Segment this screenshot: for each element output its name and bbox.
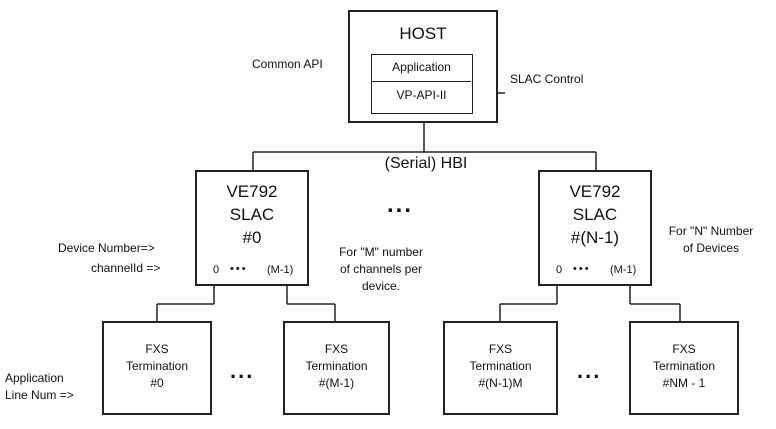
m-channels-line1: For "M" number — [339, 245, 423, 259]
fxs-3-line1: FXS — [672, 342, 696, 356]
host-title: HOST — [399, 24, 447, 43]
fxs-box-m-1: FXS Termination #(M-1) — [283, 321, 390, 415]
slac-0-line2: SLAC — [229, 205, 275, 224]
slac-0-ch-end: (M-1) — [267, 264, 294, 276]
slac-0-line1: VE792 — [226, 182, 278, 201]
slac-box-0: VE792 SLAC #0 0 ••• (M-1) — [195, 170, 309, 286]
channel-id-label: channelId => — [91, 261, 161, 275]
fxs-left-ellipsis: ... — [230, 358, 255, 383]
m-channels-line2: of channels per — [339, 262, 423, 276]
fxs-3-line2: Termination — [652, 359, 716, 373]
fxs-2-line2: Termination — [469, 359, 532, 373]
vp-api-label: VP-API-II — [396, 88, 447, 102]
middle-ellipsis: ... — [387, 191, 414, 218]
app-line-num-line2: Line Num => — [5, 388, 74, 402]
common-api-label: Common API — [252, 57, 323, 71]
fxs-box-nm-1: FXS Termination #NM - 1 — [629, 321, 739, 415]
host-inner-box: Application VP-API-II — [371, 54, 473, 114]
fxs-0-line3: #0 — [150, 376, 164, 390]
m-channels-line3: device. — [361, 279, 401, 293]
n-devices-line2: of Devices — [682, 241, 740, 255]
application-label: Application — [392, 60, 451, 74]
fxs-1-line2: Termination — [305, 359, 368, 373]
slac-n-ch-dots: ••• — [573, 263, 591, 275]
device-number-label: Device Number=> — [58, 241, 155, 255]
fxs-right-ellipsis: ... — [577, 358, 602, 383]
fxs-3-line3: #NM - 1 — [662, 376, 706, 390]
slac-box-n-1: VE792 SLAC #(N-1) 0 ••• (M-1) — [538, 170, 652, 286]
slac-control-label: SLAC Control — [510, 72, 584, 86]
slac-0-line3: #0 — [242, 228, 262, 247]
slac-n-line1: VE792 — [569, 182, 621, 201]
hbi-label: (Serial) HBI — [384, 155, 468, 172]
fxs-box-0: FXS Termination #0 — [102, 321, 212, 415]
fxs-0-line2: Termination — [125, 359, 189, 373]
app-line-num-line1: Application — [5, 371, 64, 385]
fxs-2-line1: FXS — [488, 342, 513, 356]
slac-n-ch-end: (M-1) — [610, 264, 637, 276]
slac-n-line2: SLAC — [572, 205, 618, 224]
inner-divider — [372, 81, 471, 82]
slac-n-line3: #(N-1) — [570, 228, 620, 247]
fxs-0-line1: FXS — [145, 342, 169, 356]
slac-n-ch-start: 0 — [556, 264, 563, 276]
fxs-2-line3: #(N-1)M — [478, 376, 523, 390]
fxs-1-line1: FXS — [324, 342, 349, 356]
host-box: HOST Application VP-API-II — [348, 10, 498, 123]
n-devices-line1: For "N" Number — [668, 224, 754, 238]
fxs-box-n-1m: FXS Termination #(N-1)M — [443, 321, 558, 415]
slac-0-ch-dots: ••• — [230, 263, 248, 275]
fxs-1-line3: #(M-1) — [318, 376, 355, 390]
slac-0-ch-start: 0 — [213, 264, 220, 276]
